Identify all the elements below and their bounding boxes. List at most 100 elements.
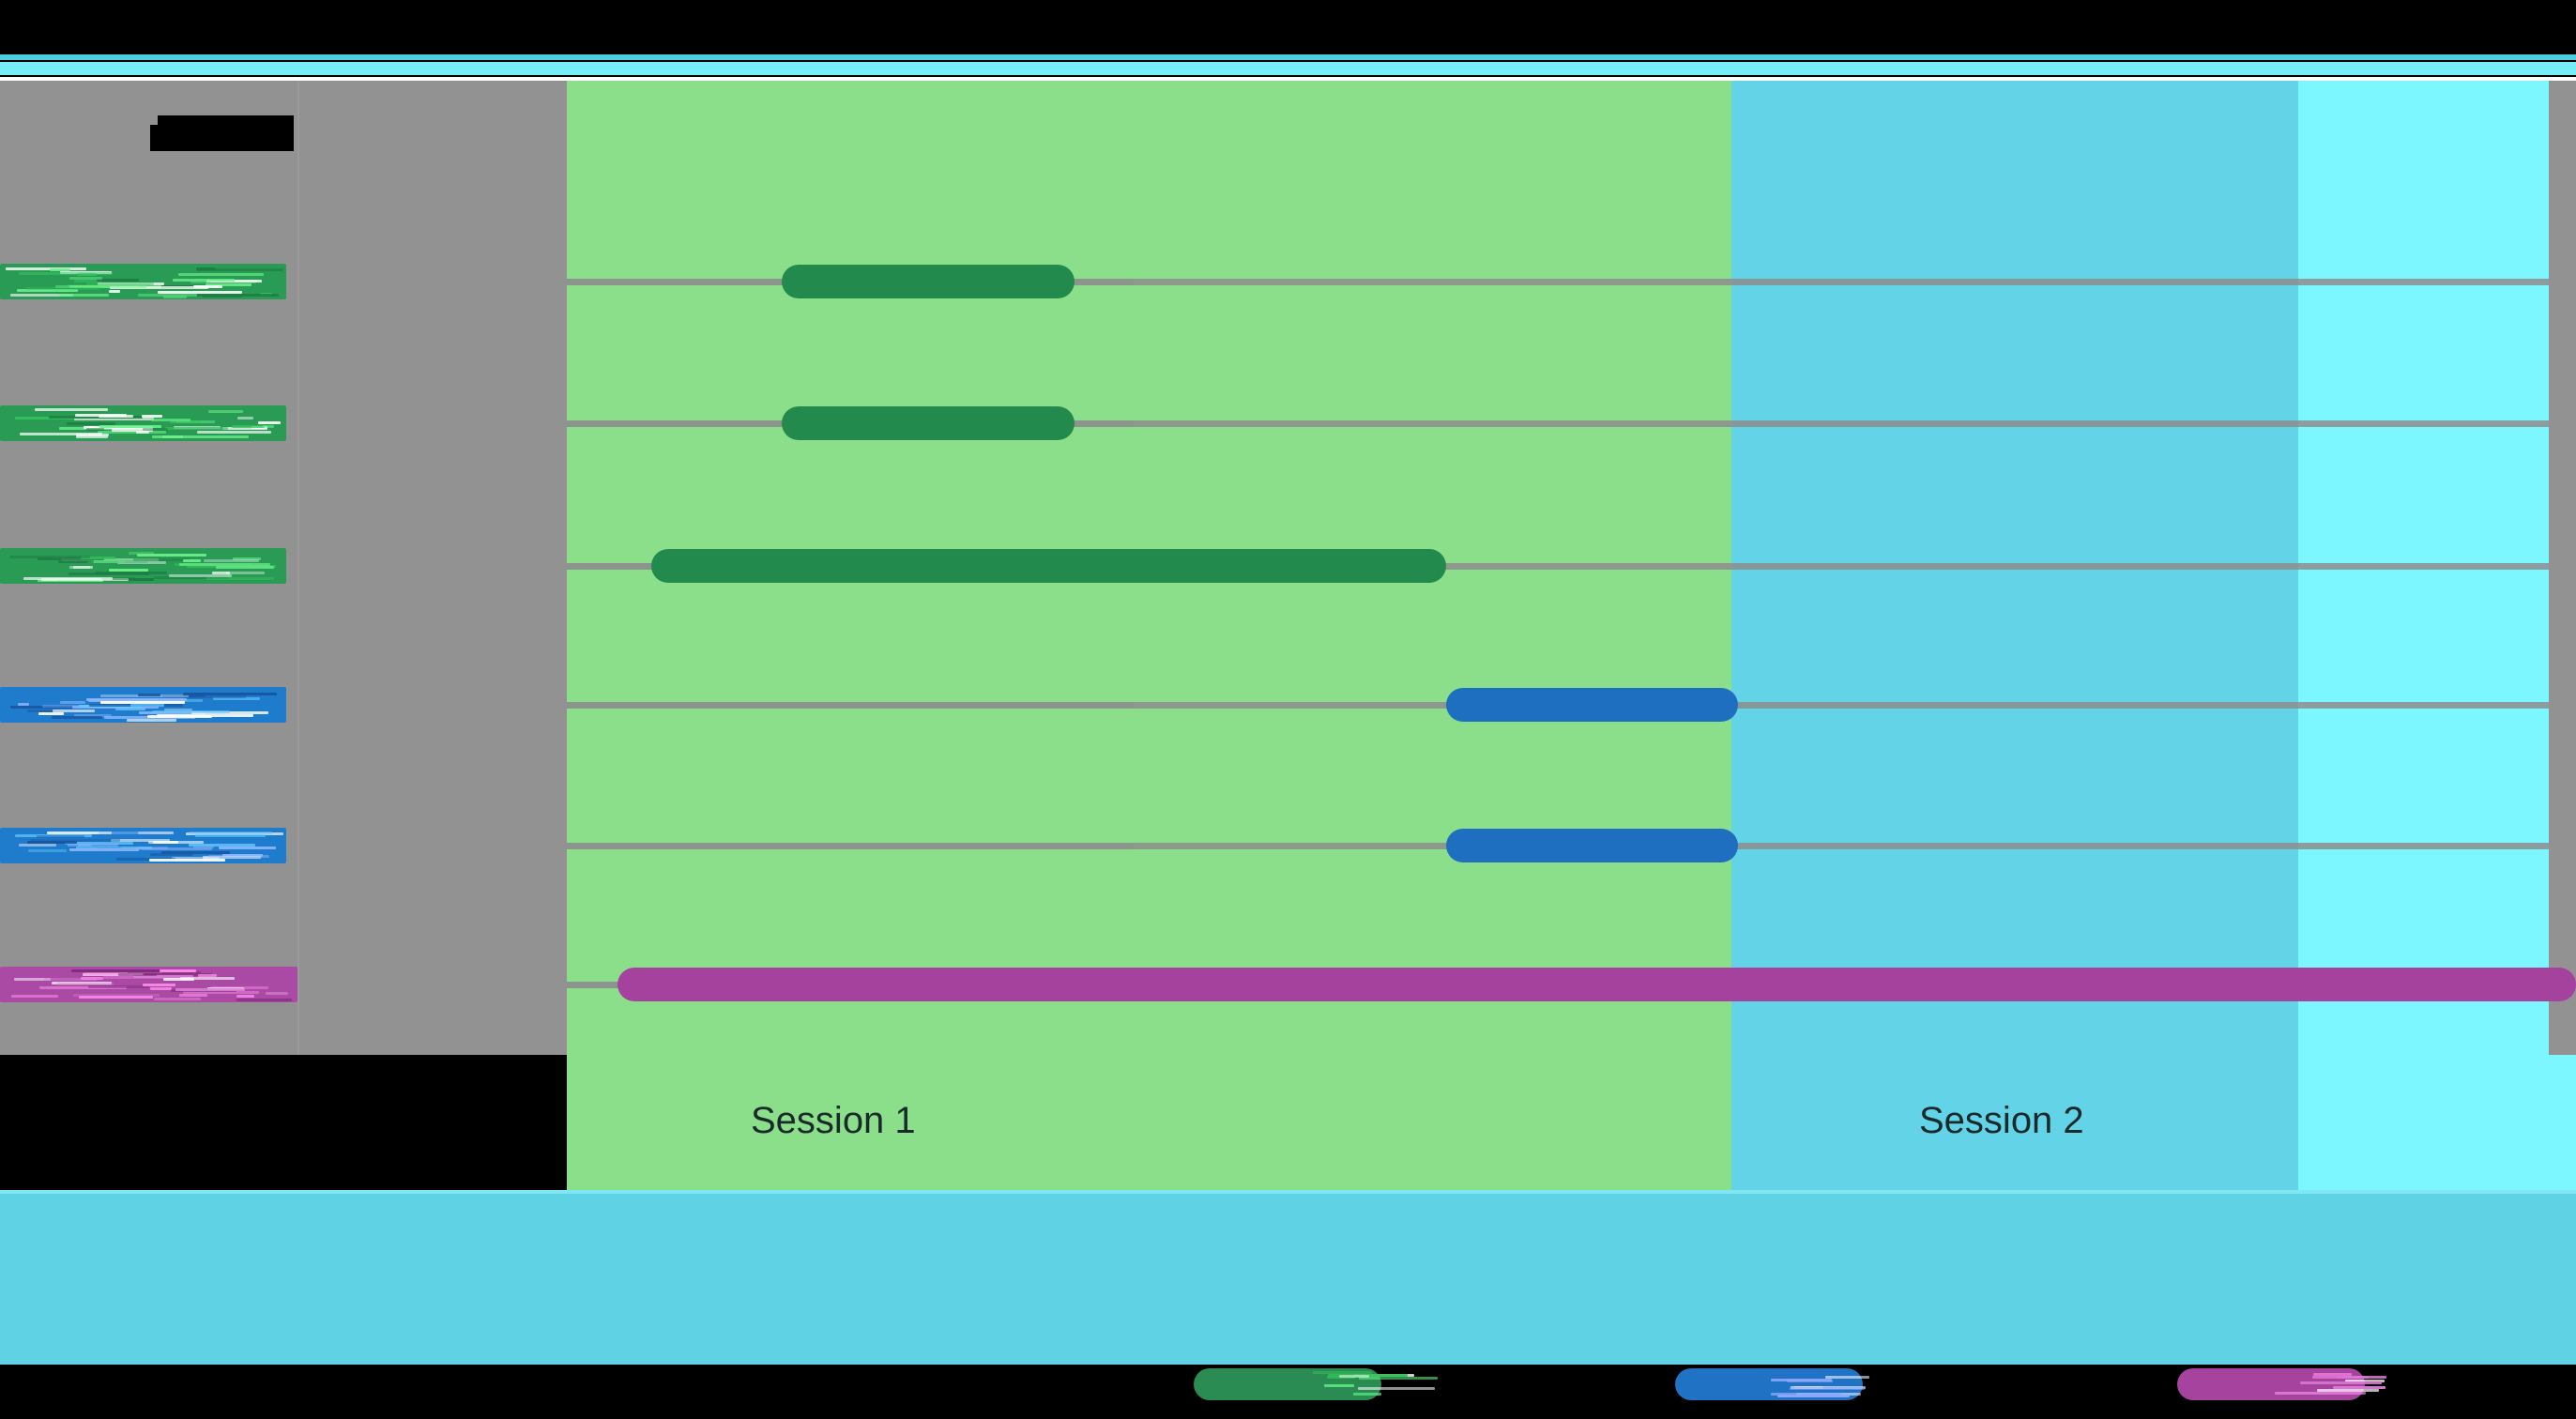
legend-label-streak	[1353, 1393, 1381, 1396]
obscured-text-streak	[38, 712, 64, 715]
obscured-text-streak	[237, 417, 253, 420]
obscured-text-streak	[183, 693, 277, 695]
legend-item-dataset-a[interactable]	[1194, 1368, 1381, 1400]
obscured-text-streak	[138, 694, 160, 696]
obscured-text-streak	[263, 425, 274, 428]
obscured-text-streak	[184, 695, 246, 698]
obscured-text-streak	[232, 425, 265, 428]
obscured-text-streak	[150, 987, 172, 990]
bar-dataset-b2[interactable]	[1446, 829, 1739, 862]
obscured-text-streak	[178, 273, 264, 276]
obscured-text-streak	[137, 554, 206, 557]
obscured-text-streak	[60, 701, 85, 704]
obscured-text-streak	[149, 859, 225, 862]
obscured-text-streak	[197, 431, 271, 434]
legend-label-streak	[1787, 1380, 1833, 1382]
plot-area	[567, 81, 2576, 1194]
obscured-text-streak	[28, 849, 67, 852]
session-label-2: Session 2	[1919, 1100, 2084, 1142]
session-label-1: Session 1	[751, 1100, 916, 1142]
obscured-text-streak	[143, 428, 168, 431]
obscured-text-streak	[183, 559, 201, 562]
obscured-text-streak	[258, 421, 281, 424]
obscured-text-streak	[96, 572, 167, 574]
obscured-text-streak	[69, 848, 139, 851]
y-tick-label	[0, 828, 286, 863]
obscured-text-streak	[79, 996, 153, 999]
obscured-text-streak	[35, 408, 108, 411]
obscured-text-streak	[52, 716, 102, 719]
legend-label-streak	[2317, 1389, 2379, 1392]
session-band-2	[1731, 81, 2298, 1194]
obscured-text-streak	[152, 710, 230, 713]
legend-label-streak	[1359, 1377, 1438, 1380]
obscured-text-streak	[160, 969, 196, 972]
obscured-text-streak	[143, 984, 175, 986]
obscured-text-streak	[151, 419, 191, 421]
obscured-text-streak	[216, 566, 274, 569]
obscured-text-streak	[73, 566, 93, 569]
obscured-text-streak	[179, 563, 270, 566]
obscured-text-streak	[86, 282, 154, 285]
bar-dataset-a[interactable]	[782, 265, 1075, 298]
obscured-text-streak	[59, 294, 109, 297]
obscured-text-streak	[189, 844, 255, 847]
bar-dataset-a2[interactable]	[782, 406, 1075, 440]
bottom-panel	[0, 1194, 2576, 1365]
legend-label-streak	[1825, 1376, 1869, 1379]
legend-label-streak	[1339, 1375, 1369, 1378]
obscured-text-streak	[193, 285, 222, 288]
obscured-text-streak	[37, 835, 84, 838]
obscured-text-streak	[57, 983, 114, 985]
y-tick-label	[0, 687, 286, 723]
obscured-text-streak	[88, 985, 149, 988]
bar-dataset-a3[interactable]	[651, 549, 1446, 583]
obscured-text-streak	[165, 427, 228, 430]
obscured-text-streak	[161, 851, 230, 854]
obscured-text-streak	[211, 986, 268, 989]
obscured-text-streak	[91, 560, 147, 563]
obscured-text-streak	[18, 703, 29, 706]
legend-label-streak	[2300, 1381, 2382, 1384]
obscured-text-streak	[25, 287, 99, 290]
obscured-text-streak	[81, 977, 103, 980]
y-tick-label	[0, 548, 286, 584]
obscured-text-streak	[154, 998, 201, 1000]
obscured-text-streak	[208, 410, 243, 413]
obscured-text-streak	[109, 290, 120, 293]
bar-dataset-b[interactable]	[1446, 688, 1739, 722]
legend-item-dataset-c[interactable]	[2177, 1368, 2365, 1400]
obscured-text-streak	[180, 977, 235, 980]
obscured-text-streak	[20, 433, 102, 435]
legend-label-streak	[1790, 1387, 1865, 1390]
obscured-text-streak	[11, 995, 58, 998]
gridline-faint	[567, 843, 1134, 849]
axis-margin-divider	[297, 81, 299, 1055]
obscured-text-streak	[99, 832, 150, 834]
gridline-faint	[567, 702, 1134, 709]
obscured-text-streak	[163, 296, 187, 298]
obscured-text-streak	[130, 704, 164, 707]
legend-label-streak	[1324, 1384, 1354, 1387]
y-tick-label	[0, 967, 297, 1002]
obscured-text-streak	[19, 272, 113, 275]
obscured-text-streak	[226, 572, 265, 574]
obscured-text-streak	[142, 415, 162, 418]
top-rail-2	[0, 62, 2576, 75]
obscured-text-streak	[206, 577, 274, 580]
obscured-text-streak	[196, 267, 215, 270]
session-band-1b	[1134, 81, 1731, 1194]
obscured-text-streak	[75, 414, 127, 417]
bar-dataset-c[interactable]	[617, 968, 2576, 1001]
obscured-text-streak	[266, 992, 288, 995]
obscured-text-streak	[152, 435, 249, 438]
obscured-text-streak	[127, 719, 176, 722]
session-band-3	[2298, 81, 2576, 1194]
obscured-text-streak	[69, 277, 102, 280]
obscured-text-streak	[136, 431, 149, 434]
obscured-text-streak	[136, 847, 212, 850]
legend-label-streak	[1777, 1395, 1850, 1397]
legend-item-dataset-b[interactable]	[1675, 1368, 1863, 1400]
obscured-text-streak	[236, 995, 254, 998]
